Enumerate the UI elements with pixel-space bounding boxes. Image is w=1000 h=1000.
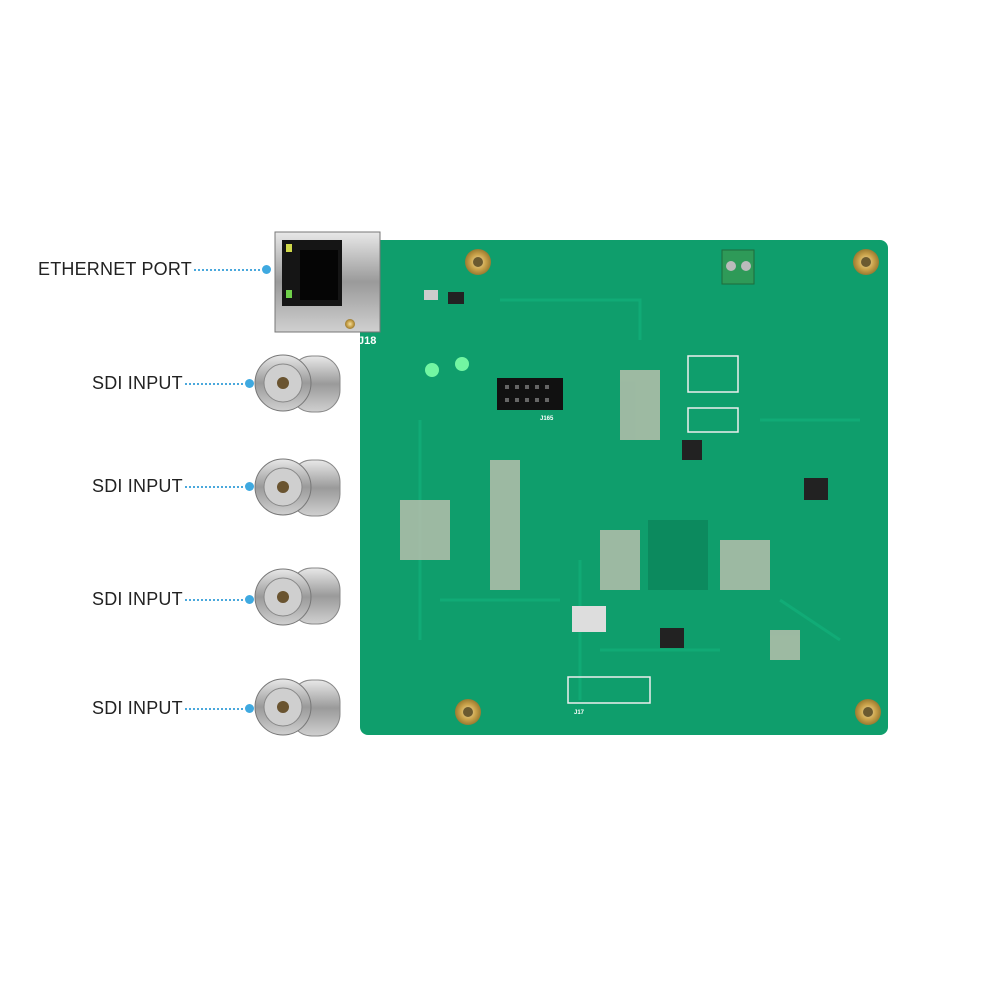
callout-label: SDI INPUT (92, 373, 183, 393)
callout-dot (244, 595, 254, 604)
silk-j3: J3 (316, 416, 326, 426)
bnc-connectors (254, 354, 341, 737)
callout-label: SDI INPUT (92, 476, 183, 496)
callout-dot (244, 704, 254, 713)
callout-label: ETHERNET PORT (38, 259, 192, 279)
callout-dot (261, 265, 271, 274)
callout-ethernet-port: ETHERNET PORT (38, 259, 271, 280)
callout-sdi-input-4: SDI INPUT (92, 698, 254, 719)
led (425, 363, 439, 377)
silk-j165: J165 (540, 416, 554, 422)
callout-label: SDI INPUT (92, 698, 183, 718)
led (455, 357, 469, 371)
callout-label: SDI INPUT (92, 589, 183, 609)
silk-j4: J4 (314, 519, 324, 529)
mounting-holes (455, 249, 881, 725)
callout-sdi-input-2: SDI INPUT (92, 476, 254, 497)
callout-sdi-input-1: SDI INPUT (92, 373, 254, 394)
leader-line (184, 707, 243, 710)
leader-line (193, 268, 260, 271)
pin-header (497, 378, 563, 410)
ethernet-jack (274, 231, 381, 333)
pcb-board (360, 240, 888, 735)
callout-dot (244, 482, 254, 491)
leader-line (184, 382, 243, 385)
leader-line (184, 598, 243, 601)
leader-line (184, 485, 243, 488)
silk-j18: J18 (358, 335, 376, 347)
silk-j6: J6 (346, 720, 356, 730)
silk-j17: J17 (574, 710, 585, 716)
callout-dot (244, 379, 254, 388)
silk-j5: J5 (314, 628, 324, 638)
callout-sdi-input-3: SDI INPUT (92, 589, 254, 610)
